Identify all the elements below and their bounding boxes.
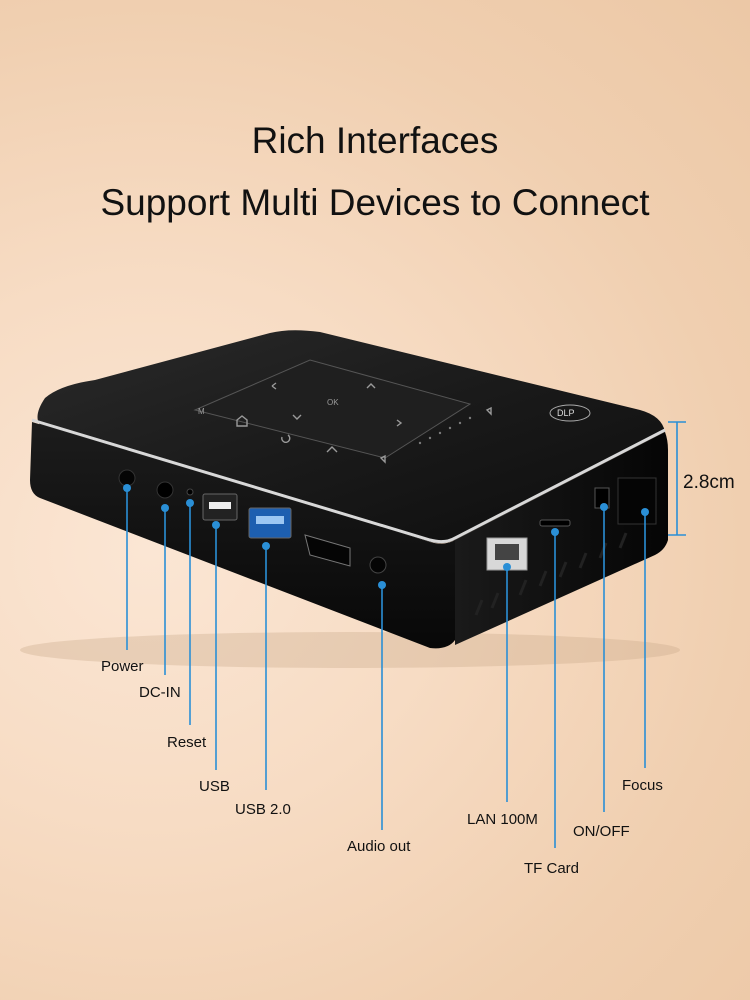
- focus-wheel: [617, 477, 657, 525]
- headline-line-2: Support Multi Devices to Connect: [100, 182, 650, 223]
- volume-up-icon: [485, 406, 492, 416]
- home-icon: [236, 415, 248, 427]
- settings-icon: [326, 446, 338, 453]
- reset-hole: [186, 488, 194, 496]
- chrome-edge: [31, 418, 666, 544]
- left-arrow-icon: [271, 382, 277, 390]
- touchpad: [193, 359, 472, 459]
- device-side-face: [455, 432, 668, 645]
- headline-line-1: Rich Interfaces: [251, 120, 499, 161]
- label-lan: LAN 100M: [467, 811, 538, 828]
- dlp-logo: DLP: [549, 404, 591, 422]
- label-power: Power: [101, 658, 144, 675]
- touchpad-glyphs: [236, 382, 492, 464]
- volume-dots: [418, 416, 472, 445]
- device-front-face: [30, 422, 455, 649]
- power-button: [118, 469, 136, 487]
- device-shadow: [20, 632, 680, 668]
- label-tf-card: TF Card: [524, 860, 580, 877]
- volume-down-icon: [379, 454, 386, 464]
- leader-dots: [123, 484, 649, 589]
- down-arrow-icon: [292, 414, 302, 420]
- leader-lines: [126, 488, 646, 848]
- label-usb2: USB 2.0: [235, 801, 291, 818]
- label-dc-in: DC-IN: [139, 684, 181, 701]
- usb2-port-contacts: [256, 516, 284, 524]
- audio-jack: [369, 556, 387, 574]
- side-vents: [474, 532, 628, 616]
- right-arrow-icon: [396, 419, 403, 427]
- height-dimension-bracket: [668, 421, 686, 536]
- label-audio-out: Audio out: [347, 838, 411, 855]
- touchpad-ok-label: OK: [327, 398, 339, 407]
- lan-port-inner: [495, 544, 519, 560]
- label-on-off: ON/OFF: [573, 823, 630, 840]
- dlp-logo-text: DLP: [557, 408, 575, 418]
- up-arrow-icon: [366, 383, 376, 389]
- back-icon: [281, 434, 291, 443]
- height-dimension-label: 2.8cm: [683, 472, 735, 493]
- label-usb: USB: [199, 778, 230, 795]
- label-focus: Focus: [622, 777, 663, 794]
- hdmi-port: [304, 534, 351, 567]
- usb-port-contacts: [209, 502, 231, 509]
- dc-in-port: [156, 481, 174, 499]
- touchpad-menu-label: M: [198, 407, 205, 416]
- tf-card-slot: [539, 519, 571, 527]
- label-reset: Reset: [167, 734, 207, 751]
